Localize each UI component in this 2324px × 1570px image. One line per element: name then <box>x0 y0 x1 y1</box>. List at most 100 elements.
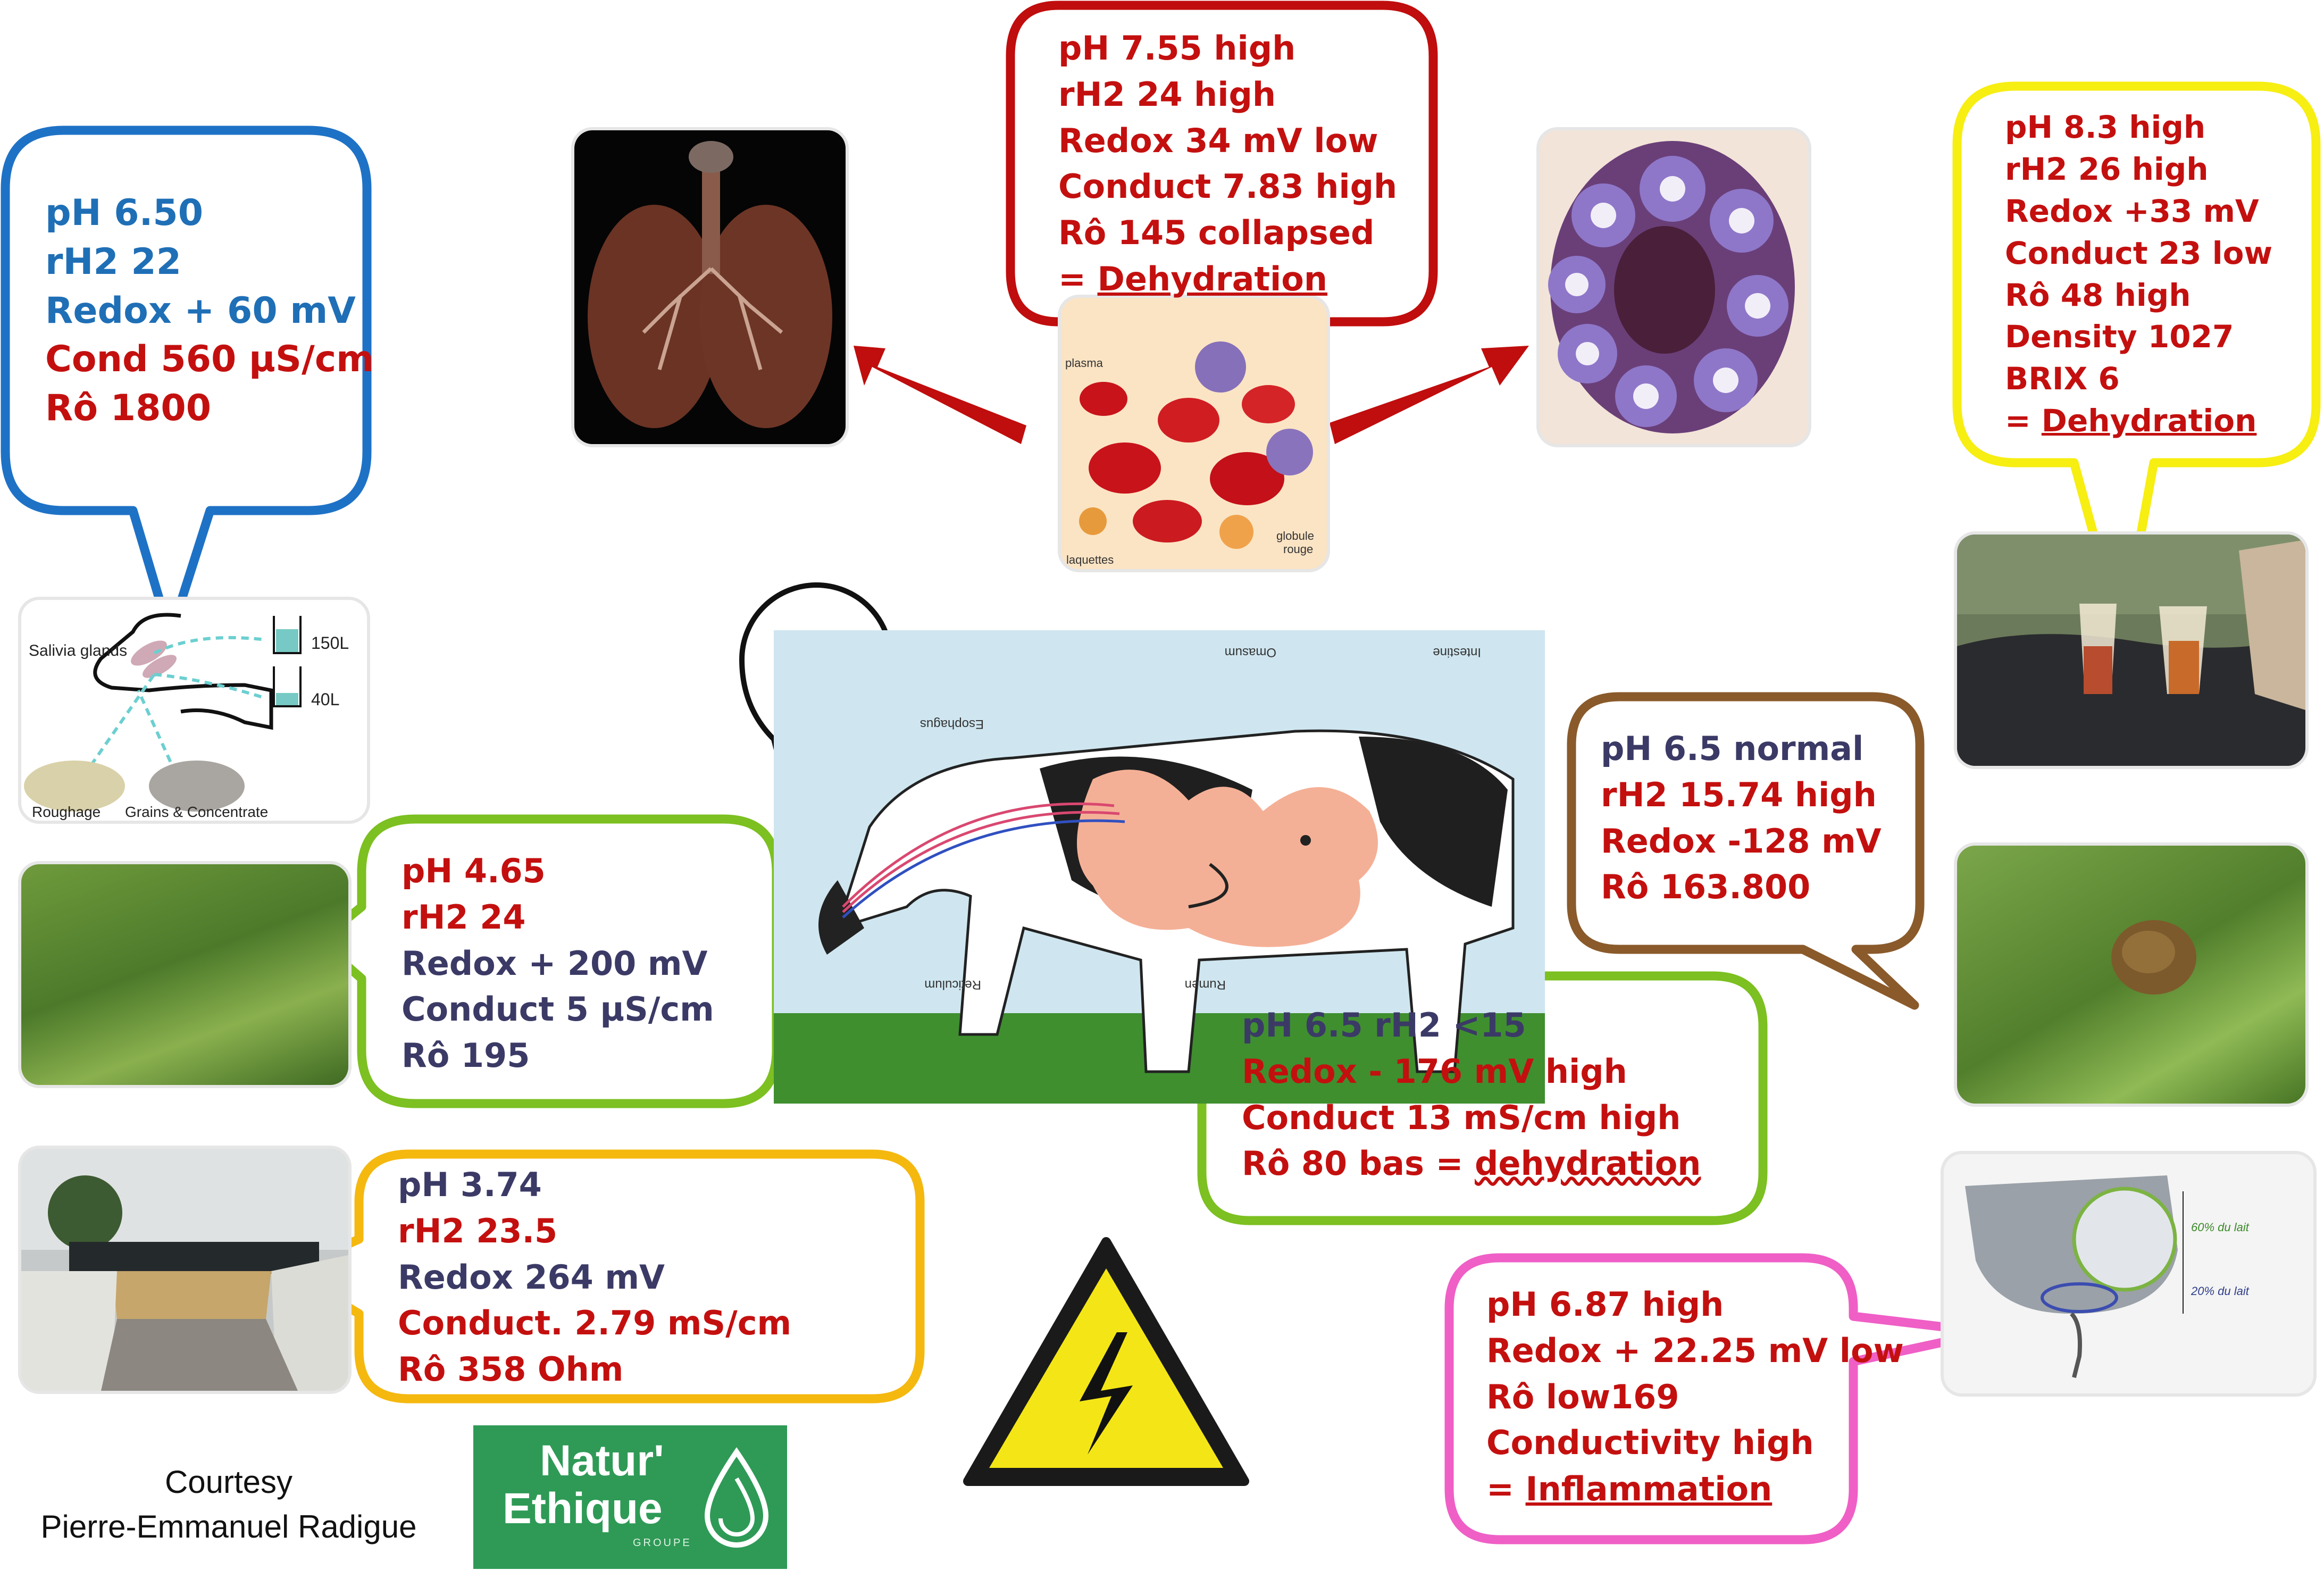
water-drop-icon <box>704 1447 769 1548</box>
grass-bubble-shape <box>314 814 781 1108</box>
natur-ethique-logo: Natur' Ethique GROUPE <box>473 1425 787 1569</box>
saliva-conductivity: Cond 560 µS/cm <box>45 338 374 381</box>
rumen-values: pH 6.5 rH2 <15 Redox - 176 mV high Condu… <box>1242 1003 1701 1187</box>
blood-conclusion: = Dehydration <box>1058 259 1328 298</box>
milk-conductivity: Conductivity high <box>1486 1423 1814 1463</box>
grass-resistivity: Rô 195 <box>402 1036 530 1075</box>
saliva-resistivity: Rô 1800 <box>45 387 212 430</box>
dung-image <box>1957 846 2305 1104</box>
urine-conclusion: = Dehydration <box>2005 403 2257 439</box>
arrow-to-lungs <box>854 346 1026 444</box>
silage-redox: Redox 264 mV <box>398 1257 665 1297</box>
glands-label: Salivia glands <box>29 642 127 659</box>
blood-dehydration: Dehydration <box>1097 259 1328 298</box>
arrow-to-kidney <box>1330 346 1529 444</box>
saliva-diagram-image: Salivia glands 150L 40L Roughage Grains … <box>21 600 367 821</box>
urine-redox: Redox +33 mV <box>2005 193 2259 229</box>
dung-icon <box>2111 920 2196 995</box>
saliva-bubble-shape <box>1 126 372 640</box>
dung-rh2: rH2 15.74 high <box>1601 775 1877 814</box>
milk-conclusion: = Inflammation <box>1486 1469 1773 1509</box>
esophagus-label: Esophagus <box>920 717 984 731</box>
grass-rh2: rH2 24 <box>402 897 526 937</box>
milk-inflammation: Inflammation <box>1525 1469 1773 1509</box>
silage-conductivity: Conduct. 2.79 mS/cm <box>398 1304 792 1343</box>
urine-dehydration: Dehydration <box>2041 403 2257 439</box>
rumen-conductivity: Conduct 13 mS/cm high <box>1242 1098 1681 1137</box>
udder-label-20: 20% du lait <box>2191 1284 2250 1298</box>
rumen-dehydration: dehydration <box>1475 1144 1701 1183</box>
plasma-label: plasma <box>1065 356 1104 370</box>
urine-ph: pH 8.3 high <box>2005 109 2206 145</box>
milk-redox: Redox + 22.25 mV low <box>1486 1331 1904 1370</box>
credit-line-1: Courtesy <box>164 1464 293 1500</box>
dung-bubble-shape <box>1567 692 1925 1010</box>
cow-digestion-image: Omasum Intestine Esophagus Reticulum Rum… <box>774 630 1545 1104</box>
plaquettes-label: laquettes <box>1066 553 1114 566</box>
blood-ph: pH 7.55 high <box>1058 29 1296 68</box>
blood-cells-icon: plasma globule rouge laquettes <box>1065 341 1314 566</box>
urine-cups-image <box>1957 535 2305 766</box>
urine-resistivity: Rô 48 high <box>2005 277 2191 313</box>
dung-values: pH 6.5 normal rH2 15.74 high Redox -128 … <box>1601 726 1882 911</box>
silage-rh2: rH2 23.5 <box>398 1211 558 1250</box>
silage-icon <box>21 1149 348 1391</box>
grass-conductivity: Conduct 5 µS/cm <box>402 990 714 1029</box>
grass-ph: pH 4.65 <box>402 851 546 890</box>
grains-label: Grains & Concentrate <box>125 804 268 820</box>
logo-line-1: Natur' <box>540 1437 664 1485</box>
blood-rh2: rH2 24 high <box>1058 74 1276 114</box>
saliva-redox: Redox + 60 mV <box>45 289 356 332</box>
logo-line-2: Ethique <box>503 1484 663 1533</box>
logo-sub: GROUPE <box>633 1537 692 1549</box>
dung-redox: Redox -128 mV <box>1601 821 1882 861</box>
lungs-image <box>574 130 846 444</box>
rumen-resistivity: Rô 80 bas = dehydration <box>1242 1144 1701 1183</box>
rumen-redox: Redox - 176 mV high <box>1242 1051 1627 1091</box>
roughage-label: Roughage <box>32 804 101 820</box>
dung-resistivity: Rô 163.800 <box>1601 867 1811 907</box>
urine-values: pH 8.3 high rH2 26 high Redox +33 mV Con… <box>2005 106 2272 442</box>
grass-image <box>21 864 348 1085</box>
silage-values: pH 3.74 rH2 23.5 Redox 264 mV Conduct. 2… <box>398 1162 791 1393</box>
omasum-label: Omasum <box>1225 645 1276 659</box>
urine-cups-icon <box>1957 535 2305 766</box>
globule-label: globule <box>1276 529 1314 542</box>
silage-image <box>21 1149 348 1391</box>
saliva-rh2: rH2 22 <box>45 240 182 283</box>
urine-rh2: rH2 26 high <box>2005 151 2209 187</box>
milk-values: pH 6.87 high Redox + 22.25 mV low Rô low… <box>1486 1282 1904 1513</box>
volume-high-label: 150L <box>311 633 349 653</box>
kidney-icon <box>1548 141 1795 433</box>
silage-bubble-shape <box>282 1149 925 1404</box>
udder-label-60: 60% du lait <box>2191 1221 2250 1234</box>
urine-density: Density 1027 <box>2005 319 2234 355</box>
udder-diagram: 60% du lait 20% du lait <box>1965 1175 2250 1378</box>
warning-high-voltage-icon <box>963 1237 1249 1486</box>
intestine-label: Intestine <box>1433 645 1481 659</box>
grass-redox: Redox + 200 mV <box>402 943 708 983</box>
grass-values: pH 4.65 rH2 24 Redox + 200 mV Conduct 5 … <box>402 848 714 1079</box>
rumen-ph-rh2: pH 6.5 rH2 <15 <box>1242 1006 1526 1045</box>
credit-line-2: Pierre-Emmanuel Radigue <box>40 1509 417 1544</box>
udder-diagram-image: 60% du lait 20% du lait <box>1944 1154 2313 1393</box>
blood-conductivity: Conduct 7.83 high <box>1058 167 1398 206</box>
silage-resistivity: Rô 358 Ohm <box>398 1350 624 1389</box>
blood-redox: Redox 34 mV low <box>1058 121 1378 160</box>
silage-ph: pH 3.74 <box>398 1165 542 1204</box>
lungs-icon <box>588 141 832 428</box>
milk-resistivity: Rô low169 <box>1486 1377 1679 1416</box>
milk-ph: pH 6.87 high <box>1486 1285 1724 1324</box>
blood-cells-image: plasma globule rouge laquettes <box>1061 298 1327 569</box>
rouge-label: rouge <box>1283 542 1313 556</box>
urine-brix: BRIX 6 <box>2005 361 2120 397</box>
saliva-diagram: Salivia glands 150L 40L Roughage Grains … <box>24 613 349 820</box>
volume-low-label: 40L <box>311 690 339 709</box>
rumen-label: Rumen <box>1185 978 1226 992</box>
saliva-values: pH 6.50 rH2 22 Redox + 60 mV Cond 560 µS… <box>45 189 374 433</box>
reticulum-label: Reticulum <box>924 978 981 992</box>
dung-ph: pH 6.5 normal <box>1601 729 1864 768</box>
milk-bubble-shape <box>1444 1253 1994 1544</box>
blood-values: pH 7.55 high rH2 24 high Redox 34 mV low… <box>1058 26 1397 303</box>
saliva-ph: pH 6.50 <box>45 192 204 234</box>
